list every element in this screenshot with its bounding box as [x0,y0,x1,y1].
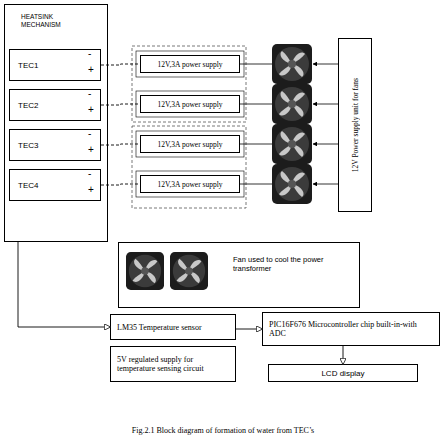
node-text: 12V,3A power supply [157,60,222,69]
supply-outline [136,171,244,197]
node-text: 12V,3A power supply [157,100,222,109]
node-text: LCD display [321,369,364,378]
connector [236,329,262,330]
node-text: 12V Power supply unit for fans [351,78,360,172]
node-text: 5V regulated supply for temperature sens… [117,355,231,373]
fan-icon [272,124,312,164]
terminal-sign: + [88,185,94,195]
heatsink-box: HEATSINK MECHANISM TEC1TEC2TEC3TEC4 [4,4,108,242]
supply-outline [136,91,244,117]
node-text: TEC1 [18,61,38,70]
supply-outline [136,51,244,77]
transformer-fan [170,252,208,290]
power-supply-box: 12V,3A power supply [140,95,240,113]
node-text: TEC4 [18,181,38,190]
wire [240,184,272,185]
power-supply-box: 12V,3A power supply [140,55,240,73]
terminal-sign: - [88,89,91,99]
supply-outline [136,131,244,157]
wire [240,104,272,105]
microcontroller-box: PIC16F676 Microcontroller chip built-in-… [262,312,440,346]
tec-box: TEC3 [9,129,101,161]
dashed-group [132,46,246,122]
terminal-sign: - [88,129,91,139]
node-text: 12V,3A power supply [157,140,222,149]
supply-arrow [313,104,338,105]
connector [101,144,140,145]
supply-arrow [313,64,338,65]
node-text: TEC2 [18,101,38,110]
figure-caption: Fig.2.1 Block diagram of formation of wa… [0,426,446,435]
node-text: 12V,3A power supply [157,180,222,189]
transformer-fan [126,252,164,290]
terminal-sign: - [88,169,91,179]
fan-icon [170,252,208,290]
supply-arrow [313,184,338,185]
node-text: Fan used to cool the power transformer [233,255,351,273]
wire [240,144,272,145]
power-supply-box: 12V,3A power supply [140,135,240,153]
sensor-box: LM35 Temperature sensor [110,314,236,340]
tec-box: TEC1 [9,49,101,81]
fan-icon [126,252,164,290]
dashed-group [132,126,246,208]
terminal-sign: + [88,145,94,155]
supply-arrow [313,144,338,145]
wire [240,64,272,65]
terminal-sign: + [88,65,94,75]
lcd-box: LCD display [268,364,418,382]
node-text: LM35 Temperature sensor [117,323,227,332]
fan-icon [272,84,312,124]
fan-supply-unit: 12V Power supply unit for fans [338,38,372,212]
connector [101,104,140,105]
node-text: HEATSINK MECHANISM [21,13,75,29]
connector [343,346,344,364]
terminal-sign: - [88,49,91,59]
fan-icon [272,164,312,204]
connector [101,64,140,65]
connector [18,242,110,327]
power-supply-box: 12V,3A power supply [140,175,240,193]
regulated-supply-box: 5V regulated supply for temperature sens… [110,346,236,382]
node-text: TEC3 [18,141,38,150]
tec-box: TEC2 [9,89,101,121]
connector [101,184,140,185]
tec-box: TEC4 [9,169,101,201]
terminal-sign: + [88,105,94,115]
fan-icon [272,44,312,84]
node-text: PIC16F676 Microcontroller chip built-in-… [269,320,433,338]
